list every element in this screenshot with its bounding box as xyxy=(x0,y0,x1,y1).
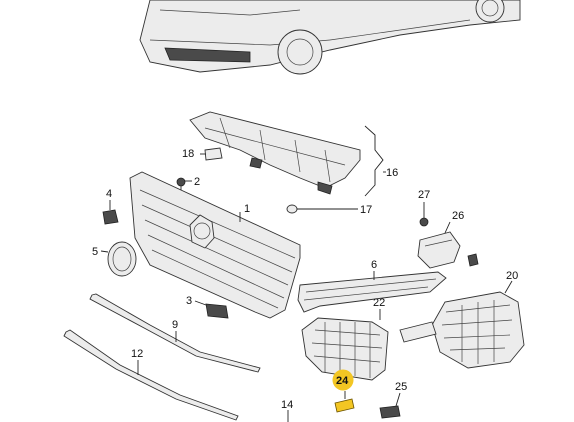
label-14: 14 xyxy=(281,399,293,411)
label-25: 25 xyxy=(395,381,407,393)
label-1: 1 xyxy=(244,203,250,215)
vehicle-grille xyxy=(164,47,251,63)
part-20-side-grille xyxy=(399,280,525,369)
part-3-plate xyxy=(194,300,229,319)
label-6: 6 xyxy=(371,259,377,271)
part-27-screw xyxy=(419,202,429,227)
label-9: 9 xyxy=(172,319,178,331)
part-18-clip xyxy=(200,147,223,161)
highlight-circle-24 xyxy=(332,369,354,391)
grille-emblem xyxy=(189,214,215,249)
label-17: 17 xyxy=(360,204,372,216)
part-26-bracket xyxy=(417,221,461,269)
bracket-16 xyxy=(364,125,384,197)
label-3: 3 xyxy=(186,295,192,307)
label-24: 24 xyxy=(336,375,349,387)
label-5: 5 xyxy=(92,246,98,258)
part-16-carrier xyxy=(189,111,361,195)
label-26: 26 xyxy=(452,210,464,222)
part-4-bracket xyxy=(102,200,119,225)
part-17-grommet xyxy=(286,204,358,214)
front-wheel xyxy=(277,29,323,75)
label-16: 16 xyxy=(386,167,398,179)
part-1-grille xyxy=(129,171,301,319)
clip-near-26 xyxy=(467,253,479,267)
part-22-insert xyxy=(301,309,389,381)
part-5-emblem xyxy=(100,241,137,277)
label-2: 2 xyxy=(194,176,200,188)
part-6-strip xyxy=(297,271,447,313)
label-27: 27 xyxy=(418,189,430,201)
part-25-clip xyxy=(379,392,401,419)
label-12: 12 xyxy=(131,348,143,360)
label-18: 18 xyxy=(182,148,194,160)
part-24-clip xyxy=(332,369,355,413)
vehicle-illustration xyxy=(139,0,521,75)
rear-wheel xyxy=(475,0,505,23)
label-22: 22 xyxy=(373,297,385,309)
part-12-strip xyxy=(63,329,239,421)
label-20: 20 xyxy=(506,270,518,282)
part-9-strip xyxy=(89,293,261,373)
label-4: 4 xyxy=(106,188,112,200)
